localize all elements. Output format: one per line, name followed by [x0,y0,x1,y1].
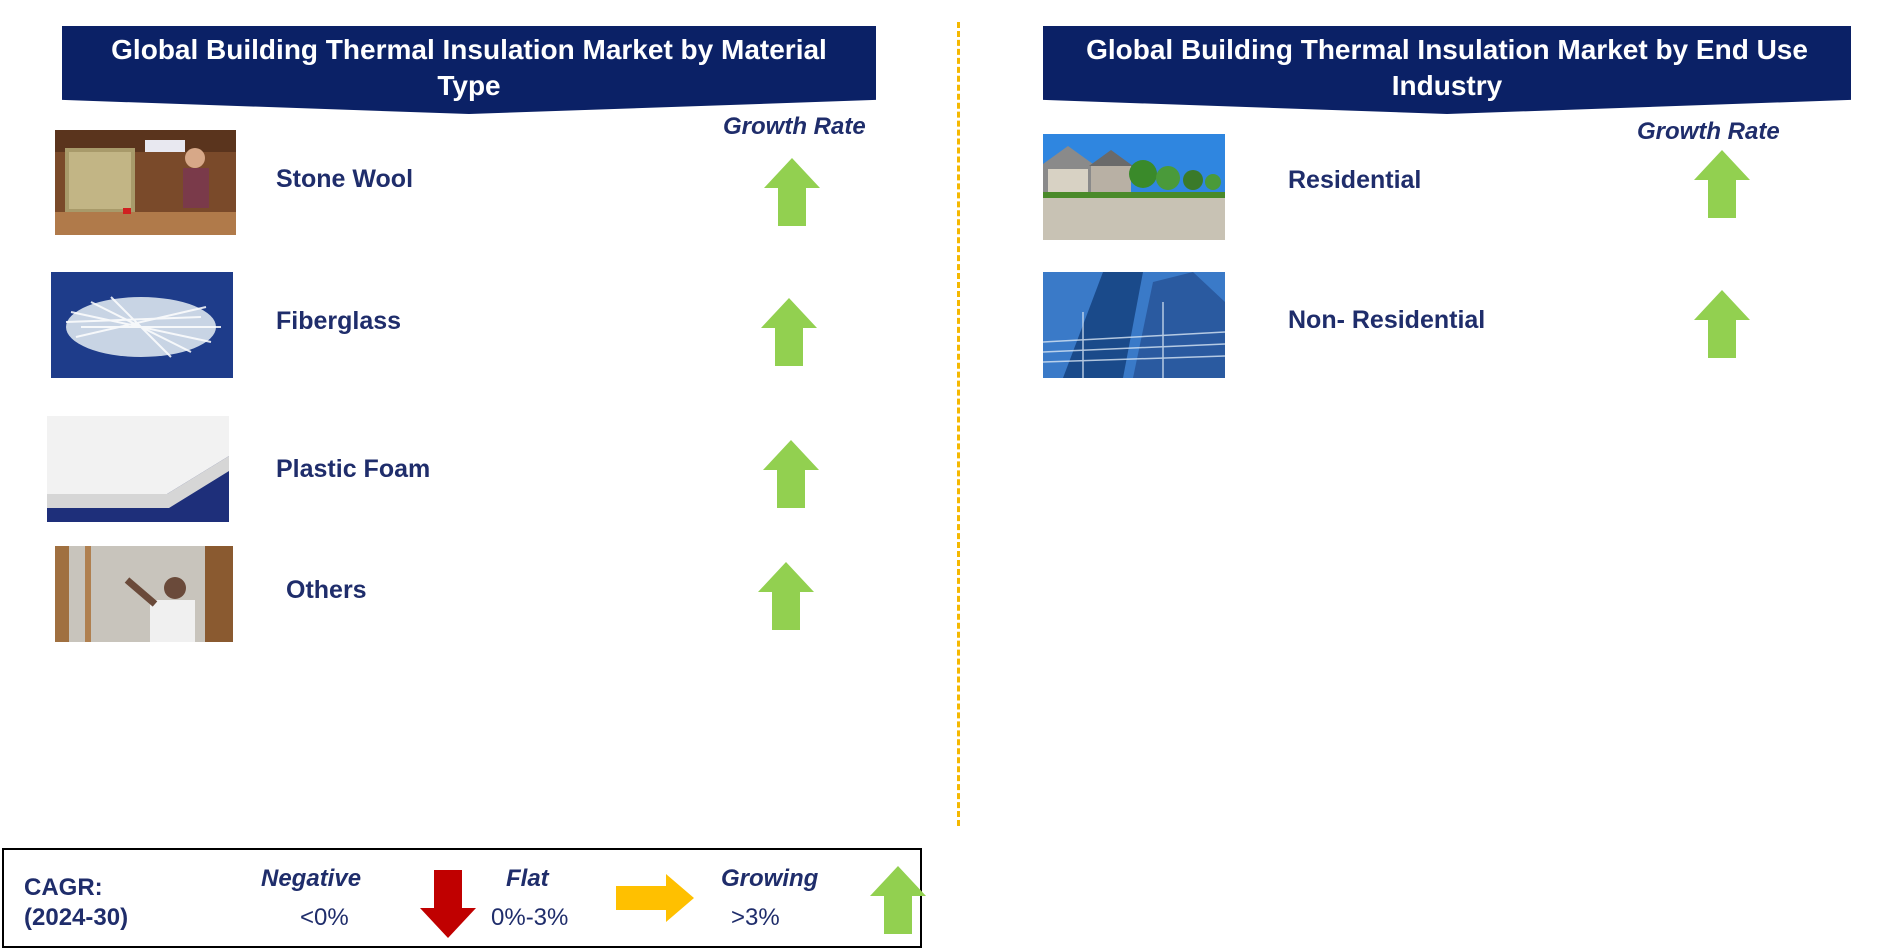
others-up-arrow-icon [758,562,814,630]
residential-image [1043,134,1225,240]
legend-negative-label: Negative [261,865,362,892]
fiberglass-up-arrow-icon [761,298,817,366]
others-label: Others [286,576,367,604]
plastic-foam-label: Plastic Foam [276,455,431,483]
non-residential-up-arrow-icon [1694,290,1750,358]
legend-growing-range: >3% [731,904,780,931]
material-growth-rate-header: Growth Rate [723,113,866,140]
end-use-growth-rate-header: Growth Rate [1637,118,1780,145]
stone-wool-up-arrow-icon [764,158,820,226]
flat-right-arrow-icon [616,874,694,922]
panel-divider [957,22,960,826]
legend-negative-range: <0% [300,904,349,931]
legend-growing-label: Growing [721,865,819,892]
fiberglass-label: Fiberglass [276,307,402,335]
end-use-title: Global Building Thermal Insulation Marke… [1086,34,1808,101]
end-use-banner: Global Building Thermal Insulation Marke… [1043,26,1851,114]
legend-flat-label: Flat [506,865,549,892]
non-residential-image [1043,272,1225,378]
material-type-banner: Global Building Thermal Insulation Marke… [62,26,876,114]
residential-up-arrow-icon [1694,150,1750,218]
legend-flat-range: 0%-3% [491,904,569,931]
legend-title-line2: (2024-30) [24,904,129,931]
others-image [55,546,233,642]
material-type-title: Global Building Thermal Insulation Marke… [111,34,827,101]
plastic-foam-up-arrow-icon [763,440,819,508]
growing-up-arrow-icon [870,866,926,934]
non-residential-label: Non- Residential [1288,306,1486,334]
cagr-legend: CAGR: (2024-30) Negative <0% Flat 0%-3% … [2,848,926,948]
plastic-foam-image [47,416,229,522]
stone-wool-label: Stone Wool [276,165,414,193]
stone-wool-image [55,130,236,235]
residential-label: Residential [1288,166,1422,194]
negative-down-arrow-icon [420,870,476,938]
fiberglass-image [51,272,233,378]
legend-title-line1: CAGR: [24,874,103,901]
